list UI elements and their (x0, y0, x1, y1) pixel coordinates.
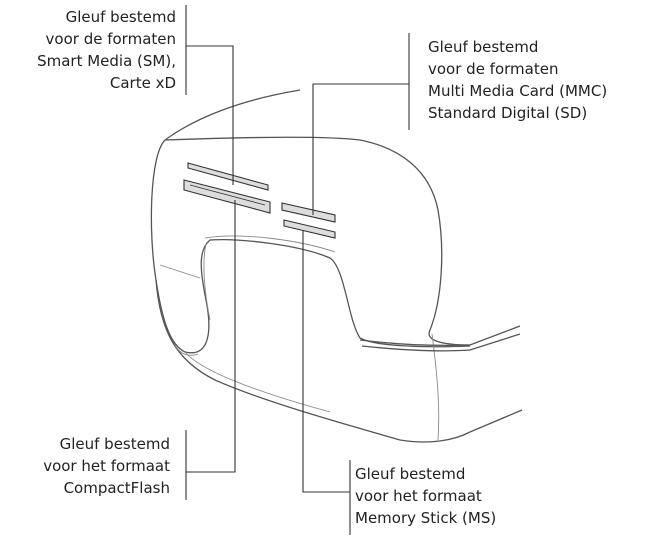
leader-sm-xd-arm (186, 45, 234, 185)
label-line: voor het formaat (43, 457, 170, 475)
label-line: voor het formaat (355, 487, 482, 505)
leader-lines (185, 5, 410, 535)
label-line: voor de formaten (428, 60, 559, 78)
label-line: Gleuf bestemd (428, 38, 539, 56)
label-mmc-sd: Gleuf bestemd voor de formaten Multi Med… (428, 36, 607, 124)
label-line: voor de formaten (45, 30, 176, 48)
label-line: CompactFlash (63, 479, 170, 497)
label-memory-stick: Gleuf bestemd voor het formaat Memory St… (355, 463, 496, 529)
slot-smart-media-xd (187, 162, 269, 191)
label-compactflash: Gleuf bestemd voor het formaat CompactFl… (43, 433, 170, 499)
slot-memory-stick (283, 219, 336, 239)
label-line: Gleuf bestemd (65, 8, 176, 26)
slot-mmc-sd (281, 202, 336, 223)
label-line: Smart Media (SM), (37, 52, 176, 70)
label-line: Gleuf bestemd (59, 435, 170, 453)
label-smart-media-xd: Gleuf bestemd voor de formaten Smart Med… (37, 6, 176, 94)
card-reader-device (150, 89, 523, 443)
leader-compactflash-arm (186, 200, 236, 473)
label-line: Carte xD (109, 74, 176, 92)
label-line: Gleuf bestemd (355, 465, 466, 483)
label-line: Multi Media Card (MMC) (428, 82, 608, 100)
label-line: Memory Stick (MS) (355, 509, 497, 527)
label-line: Standard Digital (SD) (428, 104, 588, 122)
slot-compactflash (183, 179, 271, 214)
leader-mmc-sd-arm (312, 83, 409, 215)
leader-memory-stick-arm (302, 230, 350, 493)
